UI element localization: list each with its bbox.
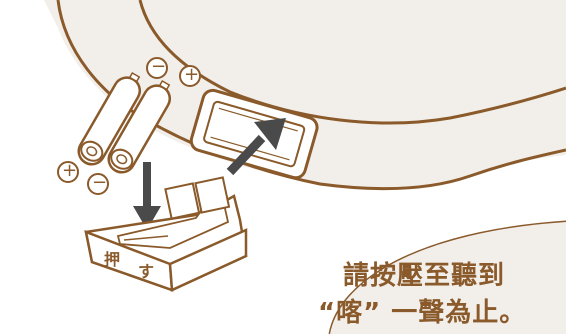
callout-line-1: 請按壓至聽到 xyxy=(343,261,506,291)
battery-left xyxy=(77,72,142,166)
polarity-circle-plus-top xyxy=(179,65,201,87)
device-lower-fill xyxy=(330,222,566,334)
device-inner-outline xyxy=(138,0,566,125)
plus-symbol-bottom: + xyxy=(62,160,78,181)
tray-label-push: 押 xyxy=(104,250,121,269)
insert-down-arrow xyxy=(133,162,161,230)
battery-right xyxy=(107,80,172,174)
insert-slot-arrow xyxy=(226,118,286,176)
callout-line-2: “喀” 一聲為止。 xyxy=(318,298,527,328)
battery-tray xyxy=(84,176,248,292)
plus-symbol-top: + xyxy=(184,64,200,85)
minus-symbol-top: − xyxy=(151,56,167,77)
device-outline xyxy=(56,0,566,191)
polarity-circle-minus-top xyxy=(146,57,168,79)
polarity-circle-minus-bottom xyxy=(87,173,109,195)
device-body xyxy=(44,0,566,191)
minus-symbol-bottom: − xyxy=(92,172,108,193)
polarity-circle-plus-bottom xyxy=(57,161,79,183)
tray-label-su: す xyxy=(138,262,155,281)
